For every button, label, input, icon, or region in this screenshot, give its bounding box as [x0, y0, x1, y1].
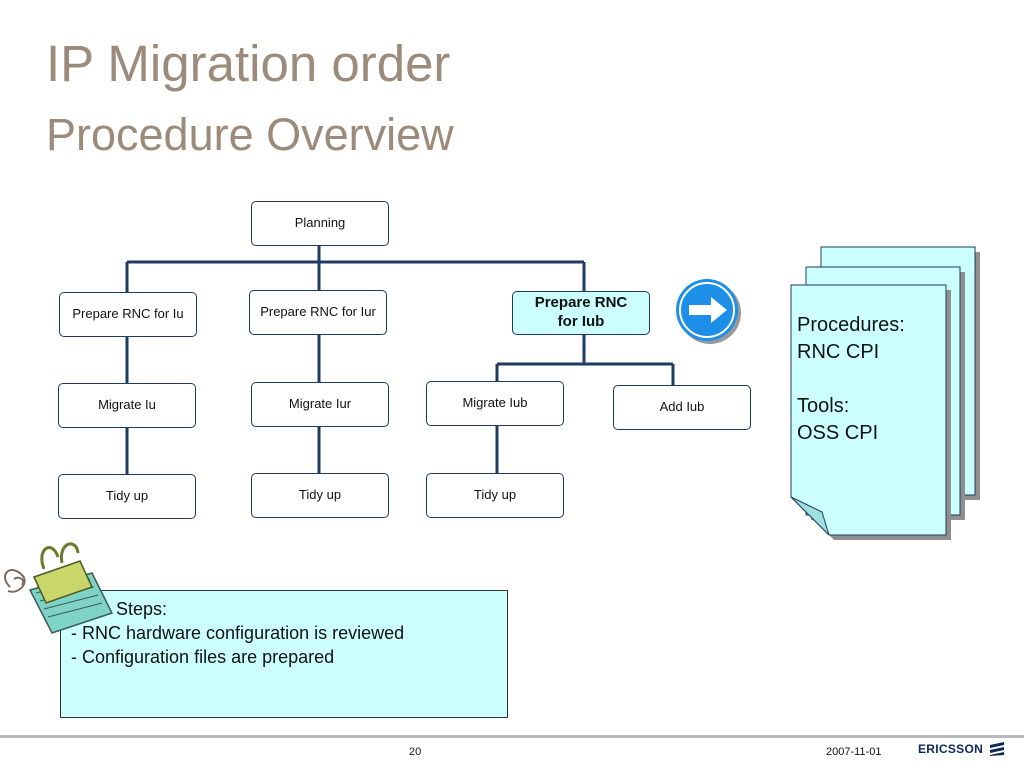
migrate-iub-box: Migrate Iub	[426, 381, 564, 426]
doc-line: RNC CPI	[797, 341, 880, 363]
page-number: 20	[409, 746, 422, 758]
slide-title: IP Migration order	[46, 35, 451, 92]
prepare-rnc-iub-box: Prepare RNC for Iub	[512, 291, 650, 335]
right-arrow-circle-icon	[675, 278, 743, 351]
doc-line: Procedures:	[797, 314, 905, 336]
tidy-up-iur-box: Tidy up	[251, 473, 389, 518]
doc-line: Tools:	[797, 395, 850, 417]
doc-line	[797, 366, 905, 393]
logo-text: ERICSSON	[918, 742, 984, 756]
ericsson-logo: ERICSSON	[918, 742, 1005, 756]
migrate-iur-box: Migrate Iur	[251, 382, 389, 427]
steps-item: - Configuration files are prepared	[71, 647, 335, 667]
steps-heading: Steps:	[116, 599, 168, 619]
footer-rule	[0, 735, 1024, 738]
steps-box: Steps: - RNC hardware configuration is r…	[60, 590, 508, 718]
footer-date: 2007-11-01	[826, 746, 882, 758]
document-text: Procedures: RNC CPI Tools: OSS CPI	[797, 312, 905, 447]
migrate-iu-box: Migrate Iu	[58, 383, 196, 428]
ericsson-mark-icon	[990, 742, 1005, 756]
steps-item: - RNC hardware configuration is reviewed	[71, 623, 405, 643]
add-iub-box: Add Iub	[613, 385, 751, 430]
slide-subtitle: Procedure Overview	[46, 109, 454, 160]
tidy-up-iub-box: Tidy up	[426, 473, 564, 518]
prepare-rnc-iu-box: Prepare RNC for Iu	[59, 292, 197, 337]
binder-clip-notes-icon	[0, 535, 120, 640]
tidy-up-iu-box: Tidy up	[58, 474, 196, 519]
doc-line: OSS CPI	[797, 422, 879, 444]
planning-box: Planning	[251, 201, 389, 246]
prepare-rnc-iur-box: Prepare RNC for Iur	[249, 290, 387, 335]
